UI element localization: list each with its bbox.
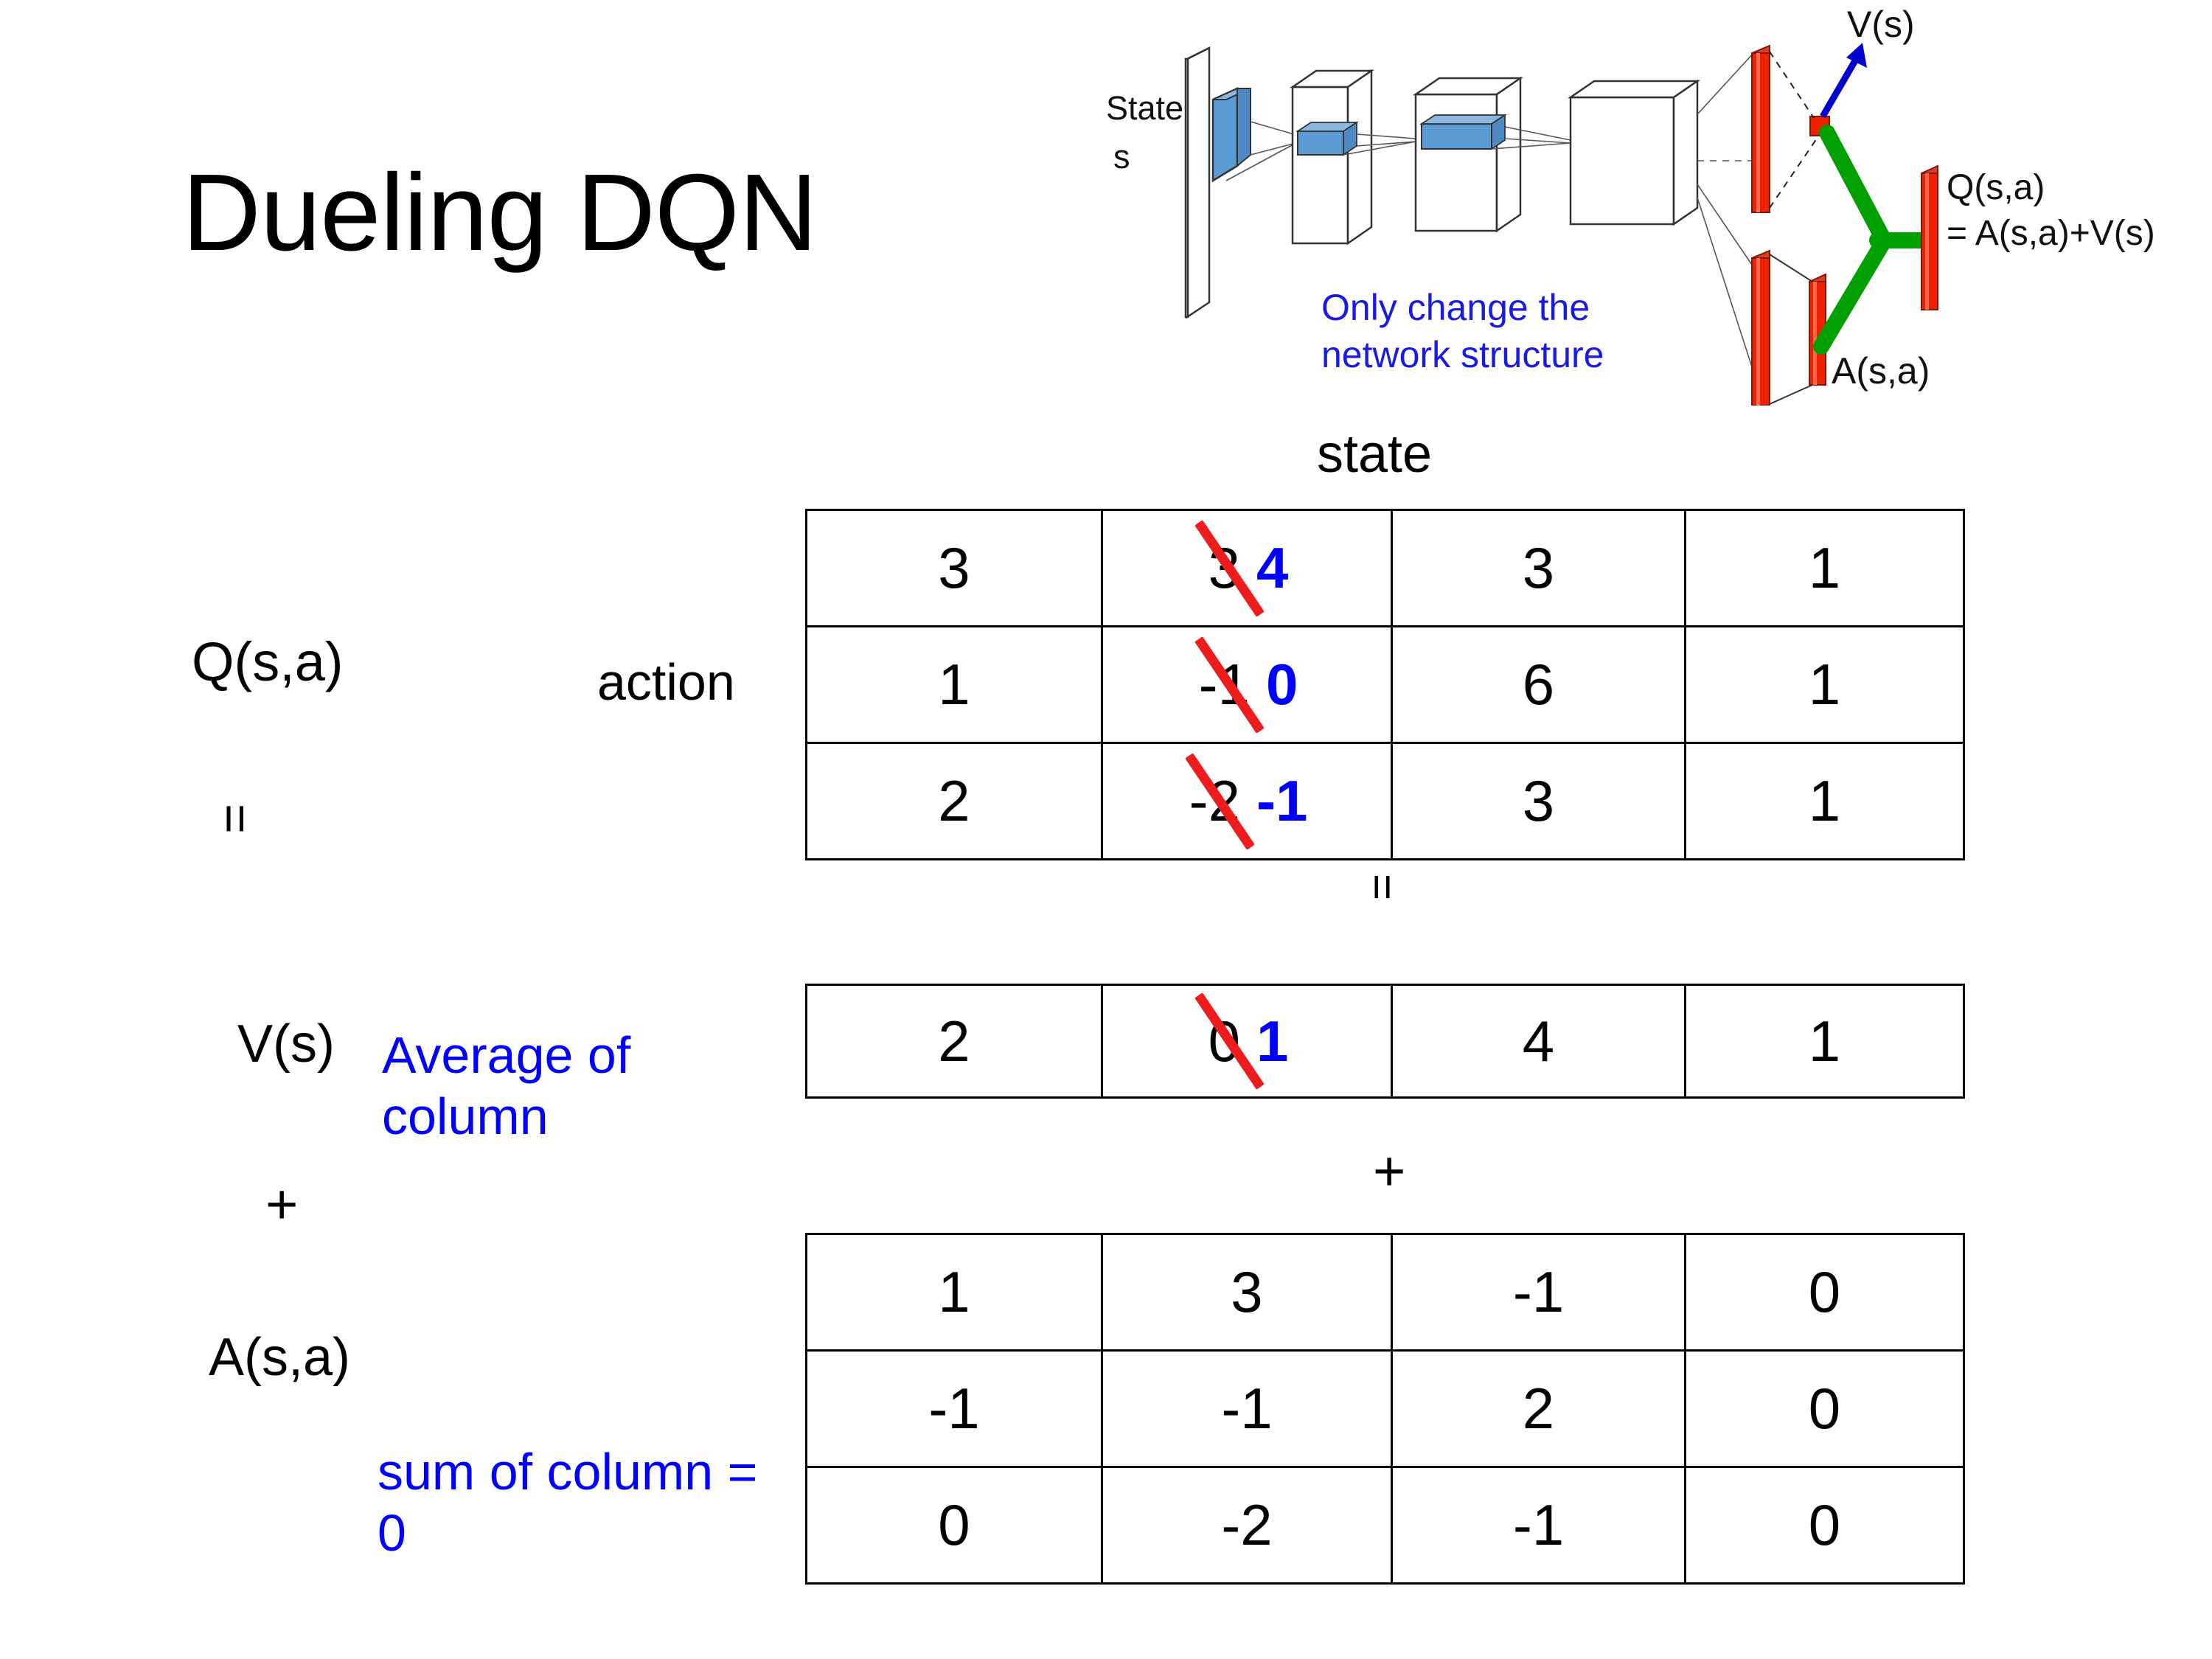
- diagram-v-label: V(s): [1847, 7, 1915, 45]
- table-row: 0 -2 -1 0: [805, 1466, 1965, 1585]
- a-cell-r1c3: 0: [1684, 1349, 1965, 1468]
- a-function-label: A(s,a): [209, 1328, 351, 1387]
- q-cell-r1c3: 1: [1684, 625, 1965, 744]
- diagram-q-label-line1: Q(s,a): [1947, 168, 2045, 207]
- table-row: 2 -2 -1 3 1: [805, 742, 1965, 860]
- equals-sign-1: =: [207, 804, 265, 835]
- q-cell-r1c1: -1 0: [1101, 625, 1393, 744]
- conv-feature-1-icon: [1295, 121, 1416, 156]
- a-cell-r0c1: 3: [1101, 1233, 1393, 1352]
- diagram-state-label-line2: s: [1113, 138, 1130, 175]
- conv-block-3-icon: [1567, 79, 1701, 226]
- table-row: 1 -1 0 6 1: [805, 625, 1965, 744]
- struck-old-value: 3: [1194, 519, 1265, 617]
- q-output-bar-icon: [1921, 164, 1938, 311]
- struck-old-value: -2: [1185, 752, 1256, 850]
- diagram-note-line2: network structure: [1321, 334, 1604, 375]
- conv-block-1-icon: [1289, 69, 1375, 246]
- a-cell-r2c3: 0: [1684, 1466, 1965, 1585]
- corrected-value: 0: [1265, 652, 1298, 717]
- q-cell-r2c2: 3: [1391, 742, 1686, 860]
- action-axis-label: action: [597, 653, 735, 711]
- v-cell-r0c0: 2: [805, 984, 1103, 1099]
- a-cell-r1c0: -1: [805, 1349, 1103, 1468]
- diagram-state-label-line1: State: [1106, 89, 1183, 127]
- a-cell-r0c0: 1: [805, 1233, 1103, 1352]
- table-row: -1 -1 2 0: [805, 1349, 1965, 1468]
- corrected-value: 1: [1256, 1008, 1289, 1074]
- network-diagram-svg: State s V(s) A(s,a) Q(s,a) = A(s,a)+V(s)…: [1106, 7, 2155, 406]
- q-cell-r2c3: 1: [1684, 742, 1965, 860]
- table-row: 2 0 1 4 1: [805, 984, 1965, 1099]
- a-cell-r0c2: -1: [1391, 1233, 1686, 1352]
- input-feature-icon: [1211, 87, 1302, 183]
- value-stream-bar-icon: [1751, 44, 1770, 214]
- a-value-table: 1 3 -1 0 -1 -1 2 0 0 -2 -1 0: [805, 1233, 1965, 1585]
- a-cell-r2c2: -1: [1391, 1466, 1686, 1585]
- q-cell-r0c1: 3 4: [1101, 509, 1393, 627]
- q-cell-r1c0: 1: [805, 625, 1103, 744]
- diagram-a-label: A(s,a): [1832, 350, 1930, 392]
- stream-connections: [1697, 51, 1756, 377]
- corrected-value: -1: [1256, 768, 1308, 833]
- v-arrow-icon: [1820, 43, 1867, 119]
- conv-block-2-icon: [1412, 76, 1524, 233]
- corrected-value: 4: [1256, 535, 1289, 600]
- conv-feature-2-icon: [1419, 114, 1571, 150]
- table-row: 1 3 -1 0: [805, 1233, 1965, 1352]
- q-cell-r0c3: 1: [1684, 509, 1965, 627]
- state-axis-label: state: [1317, 425, 1433, 484]
- dueling-network-diagram: State s V(s) A(s,a) Q(s,a) = A(s,a)+V(s)…: [1106, 7, 2197, 406]
- advantage-projection-lines: [1769, 254, 1813, 405]
- a-cell-r2c1: -2: [1101, 1466, 1393, 1585]
- q-cell-r1c2: 6: [1391, 625, 1686, 744]
- a-cell-r1c1: -1: [1101, 1349, 1393, 1468]
- a-cell-r2c0: 0: [805, 1466, 1103, 1585]
- table-row: 3 3 4 3 1: [805, 509, 1965, 627]
- page-title: Dueling DQN: [182, 152, 818, 274]
- v-function-label: V(s): [237, 1015, 335, 1074]
- advantage-vector-bar-icon: [1809, 273, 1826, 386]
- input-plane-icon: [1184, 46, 1211, 319]
- v-value-table: 2 0 1 4 1: [805, 984, 1965, 1099]
- q-value-table: 3 3 4 3 1 1 -1 0 6 1 2 -2 -1 3 1: [805, 509, 1965, 860]
- q-cell-r0c2: 3: [1391, 509, 1686, 627]
- a-cell-r1c2: 2: [1391, 1349, 1686, 1468]
- sum-of-column-note: sum of column = 0: [378, 1443, 758, 1562]
- plus-sign-1: +: [265, 1173, 299, 1236]
- average-of-column-note: Average of column: [382, 1026, 631, 1145]
- q-cell-r2c1: -2 -1: [1101, 742, 1393, 860]
- v-cell-r0c3: 1: [1684, 984, 1965, 1099]
- v-cell-r0c2: 4: [1391, 984, 1686, 1099]
- equals-sign-2: =: [1357, 874, 1408, 902]
- advantage-stream-bar-icon: [1751, 249, 1770, 406]
- q-cell-r2c0: 2: [805, 742, 1103, 860]
- struck-old-value: -1: [1194, 636, 1265, 734]
- merge-connector-icon: [1813, 125, 1933, 355]
- plus-sign-2: +: [1373, 1140, 1406, 1203]
- a-cell-r0c3: 0: [1684, 1233, 1965, 1352]
- v-cell-r0c1: 0 1: [1101, 984, 1393, 1099]
- struck-old-value: 0: [1194, 992, 1265, 1090]
- diagram-q-label-line2: = A(s,a)+V(s): [1947, 214, 2155, 253]
- value-projection-lines: [1769, 51, 1820, 209]
- q-function-label: Q(s,a): [192, 631, 344, 692]
- q-cell-r0c0: 3: [805, 509, 1103, 627]
- diagram-note-line1: Only change the: [1321, 287, 1590, 328]
